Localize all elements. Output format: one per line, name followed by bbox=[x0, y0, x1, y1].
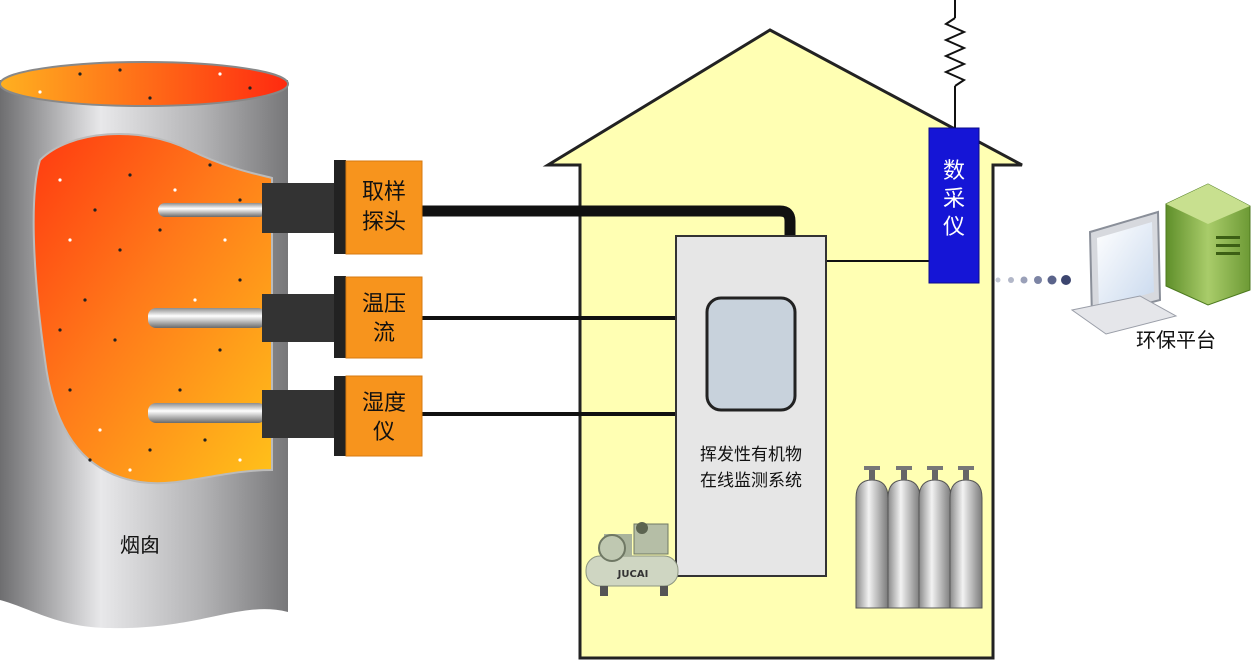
air-compressor-icon: JUCAI bbox=[585, 522, 679, 596]
particle bbox=[88, 458, 92, 462]
system-label-line1: 挥发性有机物 bbox=[700, 445, 802, 465]
gas-cylinder bbox=[949, 466, 983, 609]
probe-rods bbox=[148, 203, 266, 423]
particle bbox=[118, 248, 122, 252]
chimney-fire-cutaway bbox=[32, 133, 273, 485]
smoke-particles bbox=[38, 68, 252, 472]
compressor-brand: JUCAI bbox=[617, 569, 649, 580]
particle bbox=[248, 86, 252, 90]
particle bbox=[38, 90, 42, 94]
probe-rod-2 bbox=[148, 308, 266, 328]
chimney: 烟囱 bbox=[0, 61, 289, 629]
particle bbox=[68, 238, 72, 242]
particle bbox=[218, 348, 222, 352]
particle bbox=[208, 163, 212, 167]
connector-3-flange bbox=[334, 376, 346, 456]
particle bbox=[58, 328, 62, 332]
keyboard bbox=[1070, 295, 1178, 335]
signal-pipes bbox=[422, 0, 967, 416]
particle bbox=[118, 68, 122, 72]
chimney-top-opening bbox=[0, 61, 289, 107]
daq-char-1: 数 bbox=[943, 159, 965, 184]
particle bbox=[68, 388, 72, 392]
cabinet-window bbox=[705, 296, 797, 412]
sensor-box-humidity: 湿度 仪 bbox=[345, 375, 423, 457]
sensor-2-line2: 流 bbox=[373, 321, 395, 346]
particle bbox=[158, 228, 162, 232]
probe-rod-1 bbox=[158, 203, 266, 217]
particle bbox=[203, 438, 207, 442]
particle bbox=[238, 458, 242, 462]
sensor-1-line2: 探头 bbox=[362, 210, 406, 235]
particle bbox=[193, 298, 197, 302]
chimney-label: 烟囱 bbox=[120, 533, 160, 557]
system-label-line2: 在线监测系统 bbox=[700, 471, 802, 491]
probe-connectors bbox=[262, 160, 346, 456]
particle bbox=[173, 188, 177, 192]
voc-system-cabinet: 挥发性有机物 在线监测系统 bbox=[675, 235, 827, 577]
gas-cylinder bbox=[918, 466, 952, 609]
connector-2 bbox=[262, 294, 334, 342]
connector-2-flange bbox=[334, 276, 346, 358]
particle bbox=[238, 198, 242, 202]
particle bbox=[128, 468, 132, 472]
particle bbox=[148, 448, 152, 452]
connector-3 bbox=[262, 390, 334, 438]
particle bbox=[148, 96, 152, 100]
sensor-box-temp-pressure-flow: 温压 流 bbox=[345, 276, 423, 359]
particle bbox=[93, 208, 97, 212]
gas-cylinder bbox=[887, 466, 921, 609]
sampling-pipe bbox=[422, 205, 796, 236]
particle bbox=[78, 72, 82, 76]
particle bbox=[98, 428, 102, 432]
daq-char-2: 采 bbox=[943, 187, 965, 212]
sensor-box-sampling-probe: 取样 探头 bbox=[345, 160, 423, 255]
sensor-3-line2: 仪 bbox=[373, 420, 395, 445]
connector-1-flange bbox=[334, 160, 346, 254]
platform-label: 环保平台 bbox=[1136, 328, 1216, 352]
gas-cylinders bbox=[855, 466, 983, 609]
particle bbox=[238, 278, 242, 282]
computer-icon: 环保平台 bbox=[1070, 183, 1251, 352]
antenna-icon bbox=[943, 17, 967, 87]
sensor-1-line1: 取样 bbox=[362, 180, 406, 205]
particle bbox=[218, 72, 222, 76]
connector-1 bbox=[262, 183, 334, 233]
particle bbox=[178, 388, 182, 392]
gas-cylinder bbox=[855, 466, 889, 609]
particle bbox=[83, 298, 87, 302]
particle bbox=[223, 238, 227, 242]
daq-char-3: 仪 bbox=[943, 215, 965, 240]
probe-rod-3 bbox=[148, 403, 266, 423]
sensor-3-line1: 湿度 bbox=[362, 391, 406, 416]
sensor-2-line1: 温压 bbox=[362, 292, 406, 317]
particle bbox=[128, 173, 132, 177]
particle bbox=[113, 338, 117, 342]
particle bbox=[58, 178, 62, 182]
wireless-signal-dots bbox=[995, 275, 1071, 285]
data-acquisition-unit: 数 采 仪 bbox=[928, 127, 980, 284]
monitor-screen bbox=[1097, 222, 1154, 308]
